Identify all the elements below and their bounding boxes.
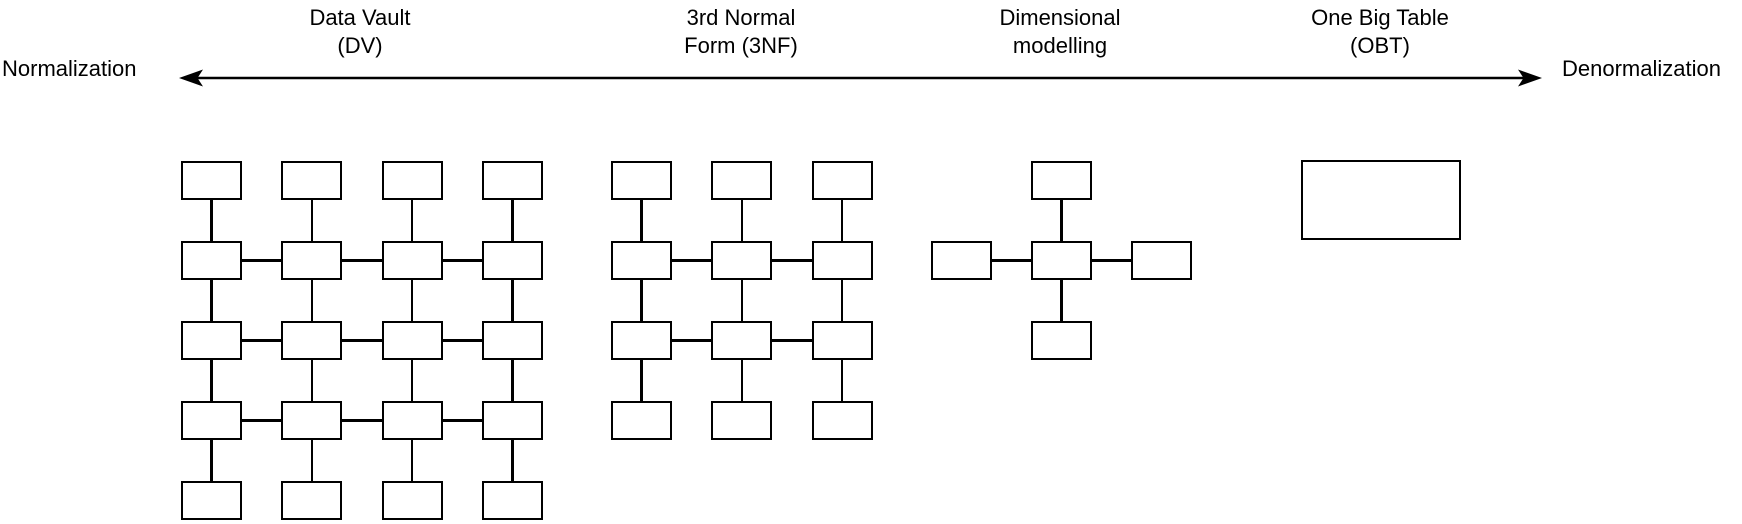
relationship-edge [640,200,643,241]
table-node-data-vault [381,161,443,200]
table-node-third-normal-form [711,401,773,440]
relationship-edge [992,259,1031,262]
relationship-edge [410,440,414,481]
relationship-edge [672,259,712,262]
relationship-edge [310,440,314,481]
dimension-node [1031,321,1092,360]
relationship-edge [342,339,382,342]
table-node-data-vault [481,321,543,360]
table-node-data-vault [481,481,543,520]
approach-title-line: 3rd Normal [686,5,796,30]
arrowhead-left-icon [179,69,203,87]
table-node-data-vault [381,321,443,360]
table-node-data-vault [181,401,242,440]
table-node-third-normal-form [811,241,873,280]
relationship-edge [1060,280,1063,321]
table-node-data-vault [181,481,242,520]
relationship-edge [342,259,382,262]
fact-node [1031,241,1092,280]
relationship-edge [511,200,514,241]
relationship-edge [640,360,643,401]
table-node-third-normal-form [811,161,873,200]
relationship-edge [1060,200,1063,241]
approach-title-line: (OBT) [1350,33,1410,58]
relationship-edge [442,259,482,262]
table-node-data-vault [281,401,343,440]
table-node-data-vault [181,161,242,200]
table-node-data-vault [381,401,443,440]
relationship-edge [410,360,414,401]
table-node-third-normal-form [711,161,773,200]
table-node-data-vault [181,241,242,280]
relationship-edge [310,360,314,401]
table-node-third-normal-form [811,401,873,440]
relationship-edge [640,280,643,321]
relationship-edge [210,200,213,241]
approach-title-line: Data Vault [309,5,411,30]
table-node-third-normal-form [711,241,773,280]
table-node-third-normal-form [611,401,672,440]
approach-title-dimensional: Dimensional modelling [950,4,1170,60]
relationship-edge [242,259,282,262]
relationship-edge [1092,259,1131,262]
relationship-edge [210,280,213,321]
relationship-edge [342,419,382,422]
relationship-edge [772,259,812,262]
approach-title-line: One Big Table [1311,5,1449,30]
relationship-edge [772,339,812,342]
table-node-data-vault [281,481,343,520]
approach-title-line: Dimensional [999,5,1121,30]
relationship-edge [442,419,482,422]
denormalization-label: Denormalization [1562,56,1721,81]
table-node-third-normal-form [711,321,773,360]
arrowhead-right-icon [1518,69,1542,87]
spectrum-arrow [179,69,1542,87]
approach-title-line: modelling [1012,33,1108,58]
approach-title-data-vault: Data Vault (DV) [250,4,470,60]
relationship-edge [442,339,482,342]
relationship-edge [740,360,744,401]
approach-title-line: Form (3NF) [684,33,798,58]
table-node-data-vault [381,481,443,520]
table-node-data-vault [281,321,343,360]
table-node-data-vault [481,161,543,200]
dimension-node [1031,161,1092,200]
dimension-node [931,241,992,280]
relationship-edge [410,200,414,241]
table-node-third-normal-form [611,241,672,280]
dimension-node [1131,241,1192,280]
relationship-edge [511,440,514,481]
approach-title-3nf: 3rd Normal Form (3NF) [631,4,851,60]
relationship-edge [242,339,282,342]
normalization-label: Normalization [2,56,137,81]
approach-title-obt: One Big Table (OBT) [1270,4,1490,60]
one-big-table-node [1301,160,1461,240]
table-node-third-normal-form [611,321,672,360]
table-node-data-vault [181,321,242,360]
relationship-edge [840,360,844,401]
table-node-data-vault [281,161,343,200]
relationship-edge [210,440,213,481]
relationship-edge [511,360,514,401]
relationship-edge [672,339,712,342]
relationship-edge [310,280,314,321]
table-node-data-vault [481,241,543,280]
table-node-data-vault [381,241,443,280]
relationship-edge [242,419,282,422]
relationship-edge [511,280,514,321]
table-node-third-normal-form [811,321,873,360]
table-node-third-normal-form [611,161,672,200]
approach-title-line: (DV) [337,33,383,58]
relationship-edge [210,360,213,401]
relationship-edge [410,280,414,321]
relationship-edge [840,200,844,241]
relationship-edge [740,200,744,241]
table-node-data-vault [481,401,543,440]
relationship-edge [310,200,314,241]
table-node-data-vault [281,241,343,280]
relationship-edge [840,280,844,321]
relationship-edge [740,280,744,321]
